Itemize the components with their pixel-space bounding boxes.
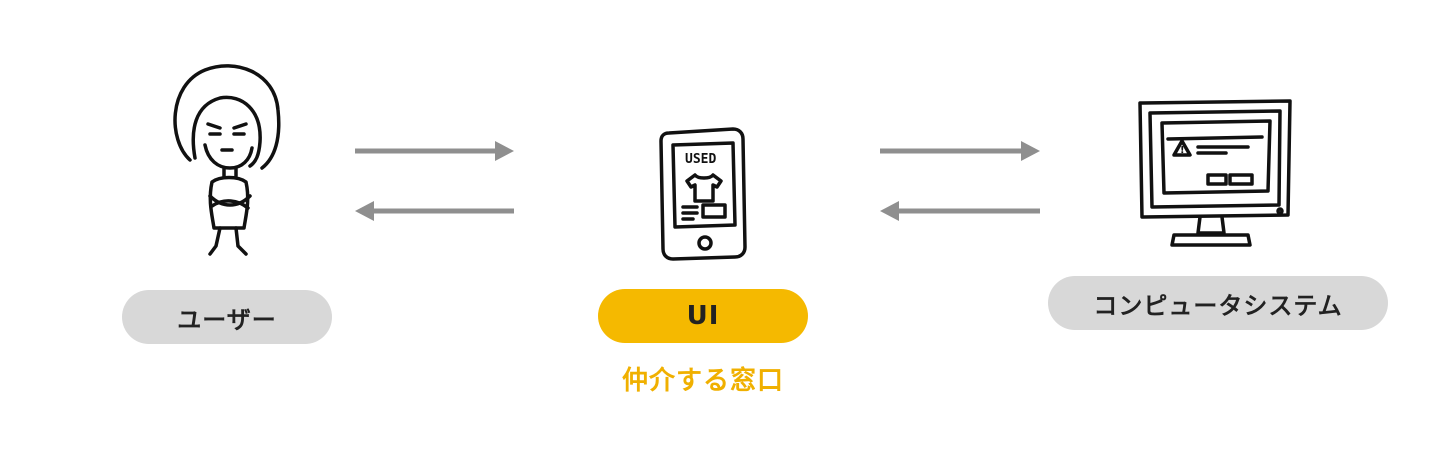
arrow-ui-to-user-group xyxy=(355,201,514,221)
device-screen-text: USED xyxy=(685,152,716,167)
arrow-computer-to-ui-group xyxy=(880,201,1040,221)
arrow-user-to-ui-head xyxy=(495,141,514,161)
arrow-ui-to-user-head xyxy=(355,201,374,221)
arrow-user-to-ui-group xyxy=(355,141,514,161)
user-label: ユーザー xyxy=(122,290,332,344)
computer-warning-text: ! xyxy=(1180,145,1185,156)
user-illustration xyxy=(173,64,281,256)
ui-caption: 仲介する窓口 xyxy=(621,366,784,396)
computer-label: コンピュータシステム xyxy=(1048,276,1388,330)
computer-illustration: ! xyxy=(1138,99,1292,247)
arrow-ui-to-computer-head xyxy=(1021,141,1040,161)
arrow-ui-to-computer-group xyxy=(880,141,1040,161)
ui-label: UI xyxy=(598,289,808,343)
arrow-computer-to-ui-head xyxy=(880,201,899,221)
tablet-illustration: USED xyxy=(659,127,747,261)
